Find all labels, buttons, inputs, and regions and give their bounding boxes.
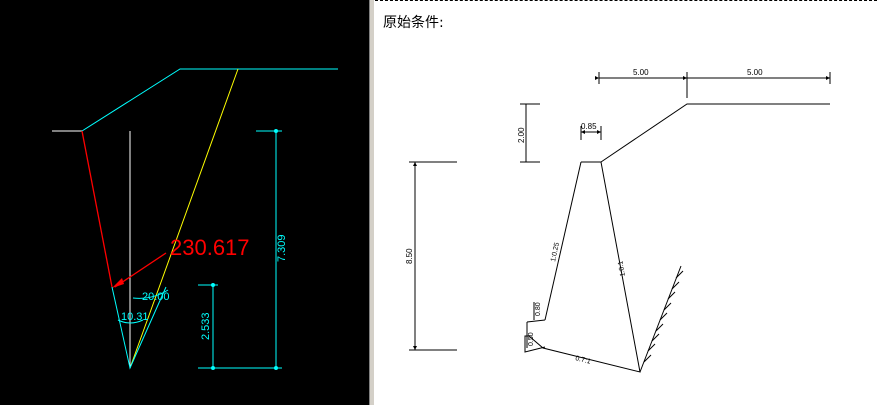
dimension-short-dot-bottom — [211, 366, 215, 370]
wall-back-line — [81, 130, 113, 288]
panel-top-border — [375, 0, 877, 1]
force-arrow-line — [114, 252, 167, 288]
angle-arc-bottom — [117, 319, 144, 324]
dim-top-left: 5.00 — [633, 68, 649, 77]
wall-height-arrow-top — [413, 162, 417, 166]
top-dim-arrow-2 — [683, 76, 687, 80]
wall-toe-top — [526, 319, 546, 323]
dim-wall-height: 8.50 — [405, 248, 414, 264]
foundation-hatch — [643, 270, 684, 363]
dim-top-right: 5.00 — [747, 68, 763, 77]
cad-canvas[interactable]: 230.617 20.00 10.31 2.533 7.309 — [0, 0, 369, 405]
top-dim-arrow-3 — [826, 76, 830, 80]
cad-drawing-view[interactable]: 230.617 20.00 10.31 2.533 7.309 — [0, 0, 369, 405]
dimension-short-dot-top — [211, 283, 215, 287]
angle-label-top: 20.00 — [142, 291, 170, 303]
backfill-surface-line — [81, 68, 338, 132]
dim-fill-height: 2.00 — [517, 127, 526, 143]
force-label: 230.617 — [170, 235, 250, 260]
wall-height-arrow-bottom — [413, 346, 417, 350]
panel-caption: 原始条件: — [383, 15, 444, 31]
dimension-short-label: 2.533 — [200, 312, 212, 340]
angle-label-bottom: 10.31 — [121, 311, 149, 323]
crest-arrow-left — [581, 130, 585, 134]
dimension-tall-dot-top — [274, 129, 278, 133]
top-dim-arrow-1 — [595, 76, 599, 80]
force-triangle — [111, 286, 167, 370]
dim-toe-height-b: 0.50 — [528, 332, 535, 346]
slip-plane-line — [129, 68, 239, 369]
wall-outline — [524, 161, 641, 373]
dim-base-slope: 0.7:1 — [575, 355, 592, 366]
backfill-line — [600, 103, 830, 163]
crest-arrow-right — [597, 130, 601, 134]
dim-front-slope: 1:0.25 — [550, 242, 561, 263]
force-arrowhead — [112, 278, 124, 288]
dim-toe-height-a: 0.80 — [535, 302, 542, 316]
dimension-tall-dot-bottom — [274, 366, 278, 370]
angle-arc-top — [132, 289, 169, 299]
dimension-tall-label: 7.309 — [276, 234, 288, 262]
dim-back-slope: 1:0.1 — [617, 260, 627, 277]
dim-crest-width: 0.85 — [581, 122, 597, 131]
section-panel: 原始条件: — [375, 0, 877, 405]
wall-section-diagram: 5.00 5.00 0.85 2.00 8.50 1:0.25 1:0.1 0.… — [405, 68, 831, 373]
wall-front-face — [544, 161, 582, 321]
pane-splitter[interactable] — [369, 0, 375, 405]
